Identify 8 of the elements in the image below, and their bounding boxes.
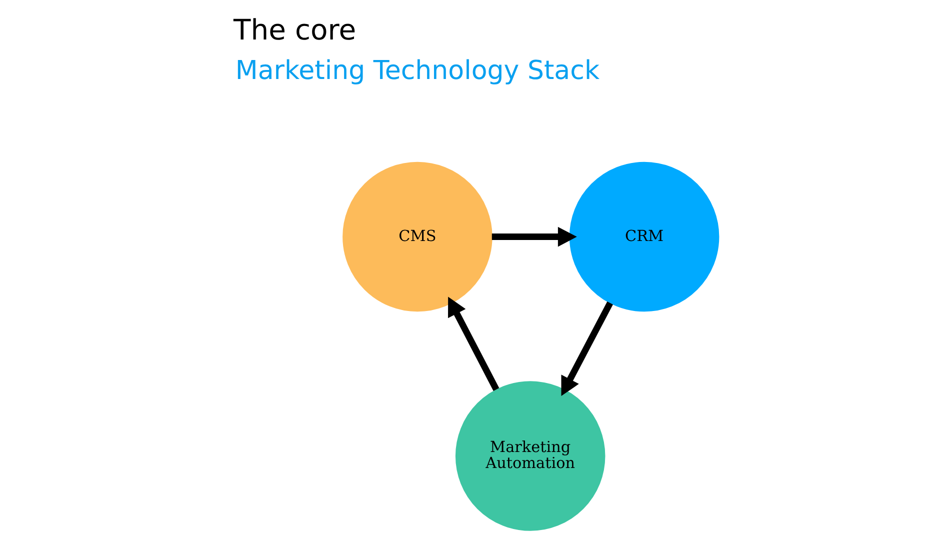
node-circle: CMS [342,162,492,312]
arrow [492,226,577,247]
arrow [448,296,500,391]
node-circle: CRM [569,162,720,312]
arrow [561,301,613,396]
diagram-title: The core [234,14,356,47]
label: Marketing Technology Stack [235,56,600,86]
node-circle: Marketing Automation [455,381,606,531]
